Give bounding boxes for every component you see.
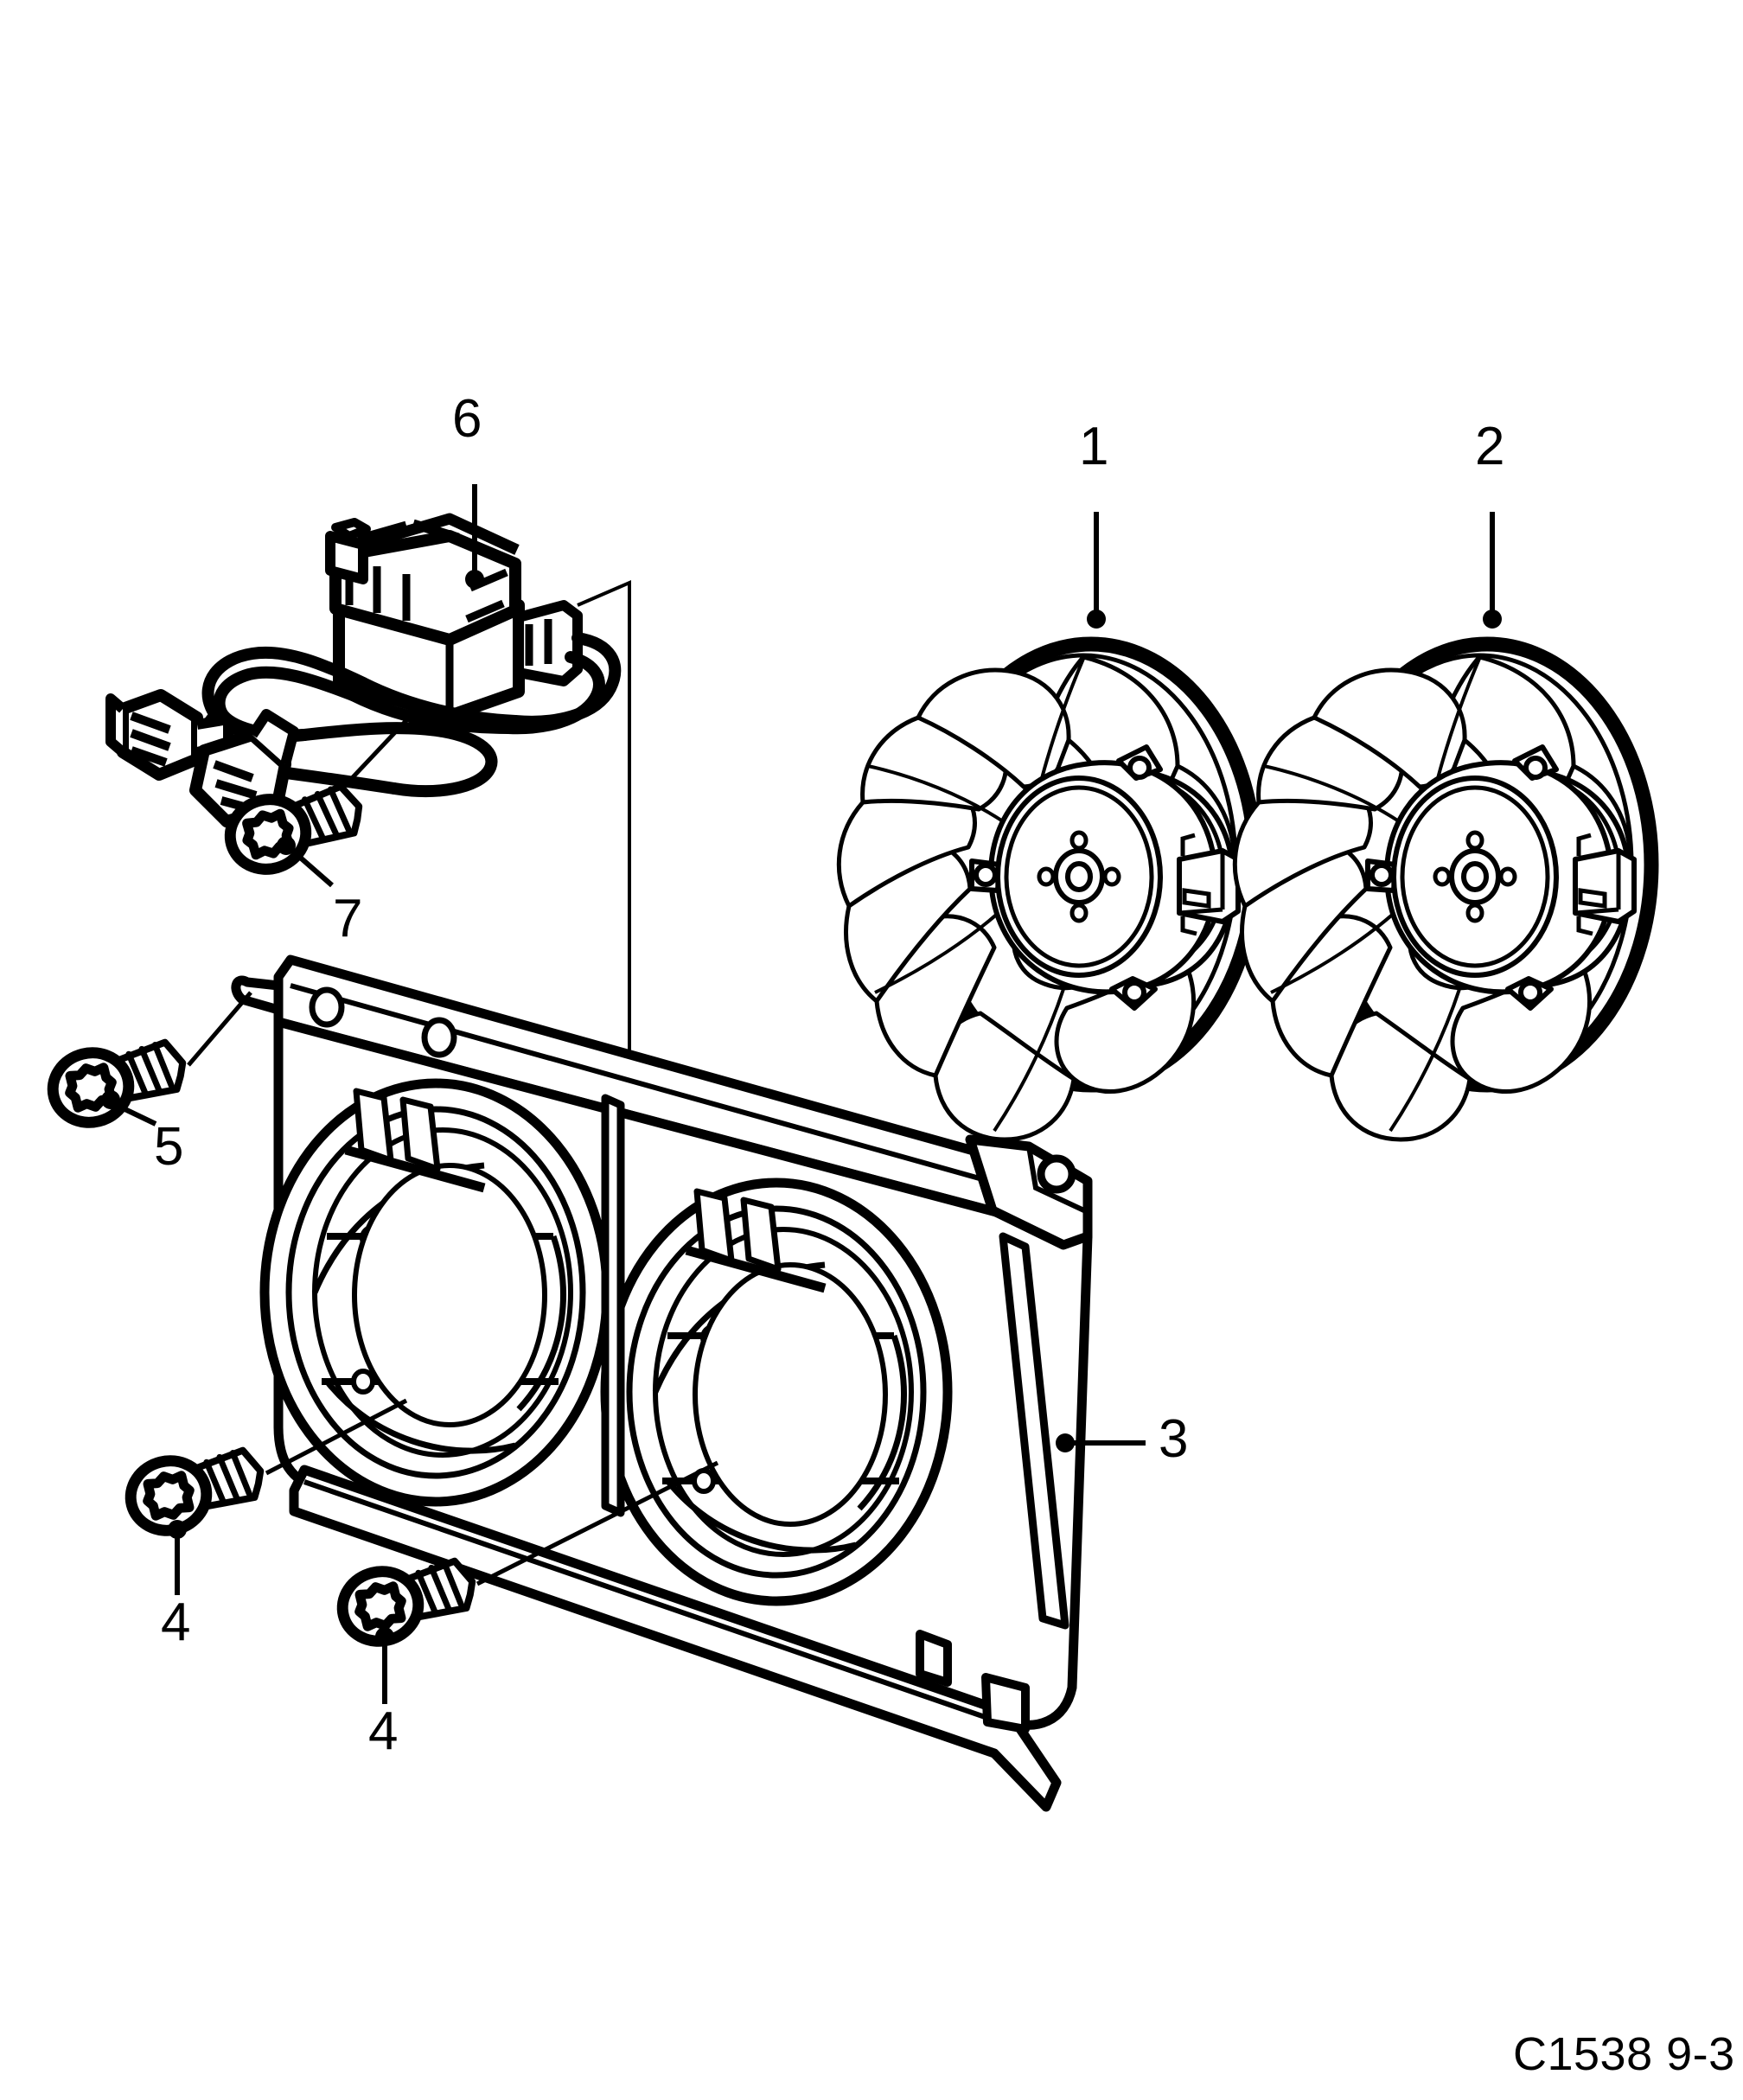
callout-label-2: 2: [1475, 417, 1505, 476]
callout-label-4b: 4: [368, 1701, 399, 1761]
callout-label-5: 5: [154, 1117, 184, 1177]
callout-label-4a: 4: [161, 1593, 191, 1652]
harness-connector-a: [105, 689, 233, 781]
fan-assembly-2[interactable]: [1232, 636, 1659, 1142]
callout-label-3: 3: [1159, 1409, 1189, 1469]
callout-label-6: 6: [452, 389, 482, 449]
shroud-opening-right: [600, 1178, 953, 1606]
screw-install-leaders: [187, 991, 719, 1586]
fan-shroud[interactable]: [231, 954, 1093, 1812]
shroud-opening-left: [259, 1078, 612, 1507]
callout-leaders: [101, 484, 1502, 1704]
callout-label-1: 1: [1079, 417, 1109, 476]
callout-label-7: 7: [333, 889, 363, 948]
fan-control-module[interactable]: [105, 513, 631, 1221]
figure-caption: C1538 9-3: [1513, 2028, 1735, 2080]
